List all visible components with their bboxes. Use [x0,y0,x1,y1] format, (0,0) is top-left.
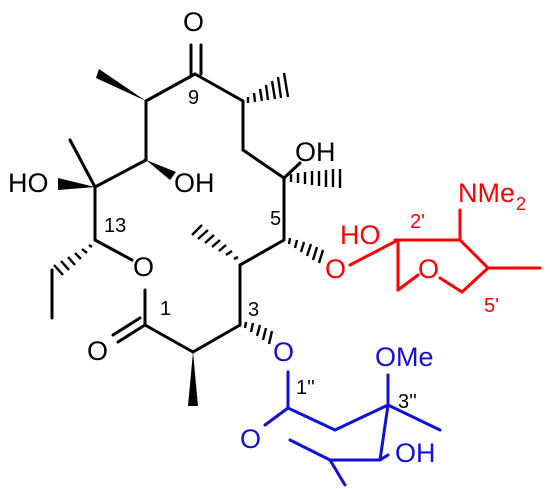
label-n2p: 2' [410,211,425,233]
label-n1: 1 [160,298,171,320]
label-ho2p: HO [340,220,381,250]
desosamine-bonds [348,208,542,294]
label-ho12: HO [8,168,49,198]
label-nme2: NMe [458,178,515,208]
label-o-clad-ring: O [240,424,261,454]
label-n13: 13 [104,215,126,237]
atom-labels: O 9 OH HO OH 13 5 O 1 O 3 O O HO 2' NMe … [8,7,526,468]
label-oh-clad: OH [395,438,436,468]
aglycone-bonds [50,43,342,406]
label-o-desos-ring: O [418,254,439,284]
label-o5: O [325,254,346,284]
label-nme2-sub: 2 [516,194,526,214]
label-n9: 9 [188,87,199,109]
label-oh-top: OH [295,137,336,167]
label-n3: 3 [248,299,259,321]
label-oh11: OH [174,168,215,198]
label-o-ring: O [133,252,154,282]
label-n5: 5 [270,208,281,230]
label-o1: O [87,336,108,366]
label-n1pp: 1'' [296,377,315,399]
label-n3pp: 3'' [398,391,417,413]
cladinose-bonds [263,370,442,487]
label-o9: O [183,7,204,37]
label-n5p: 5' [484,295,499,317]
label-o3: O [273,337,294,367]
label-ome: OMe [375,342,434,372]
